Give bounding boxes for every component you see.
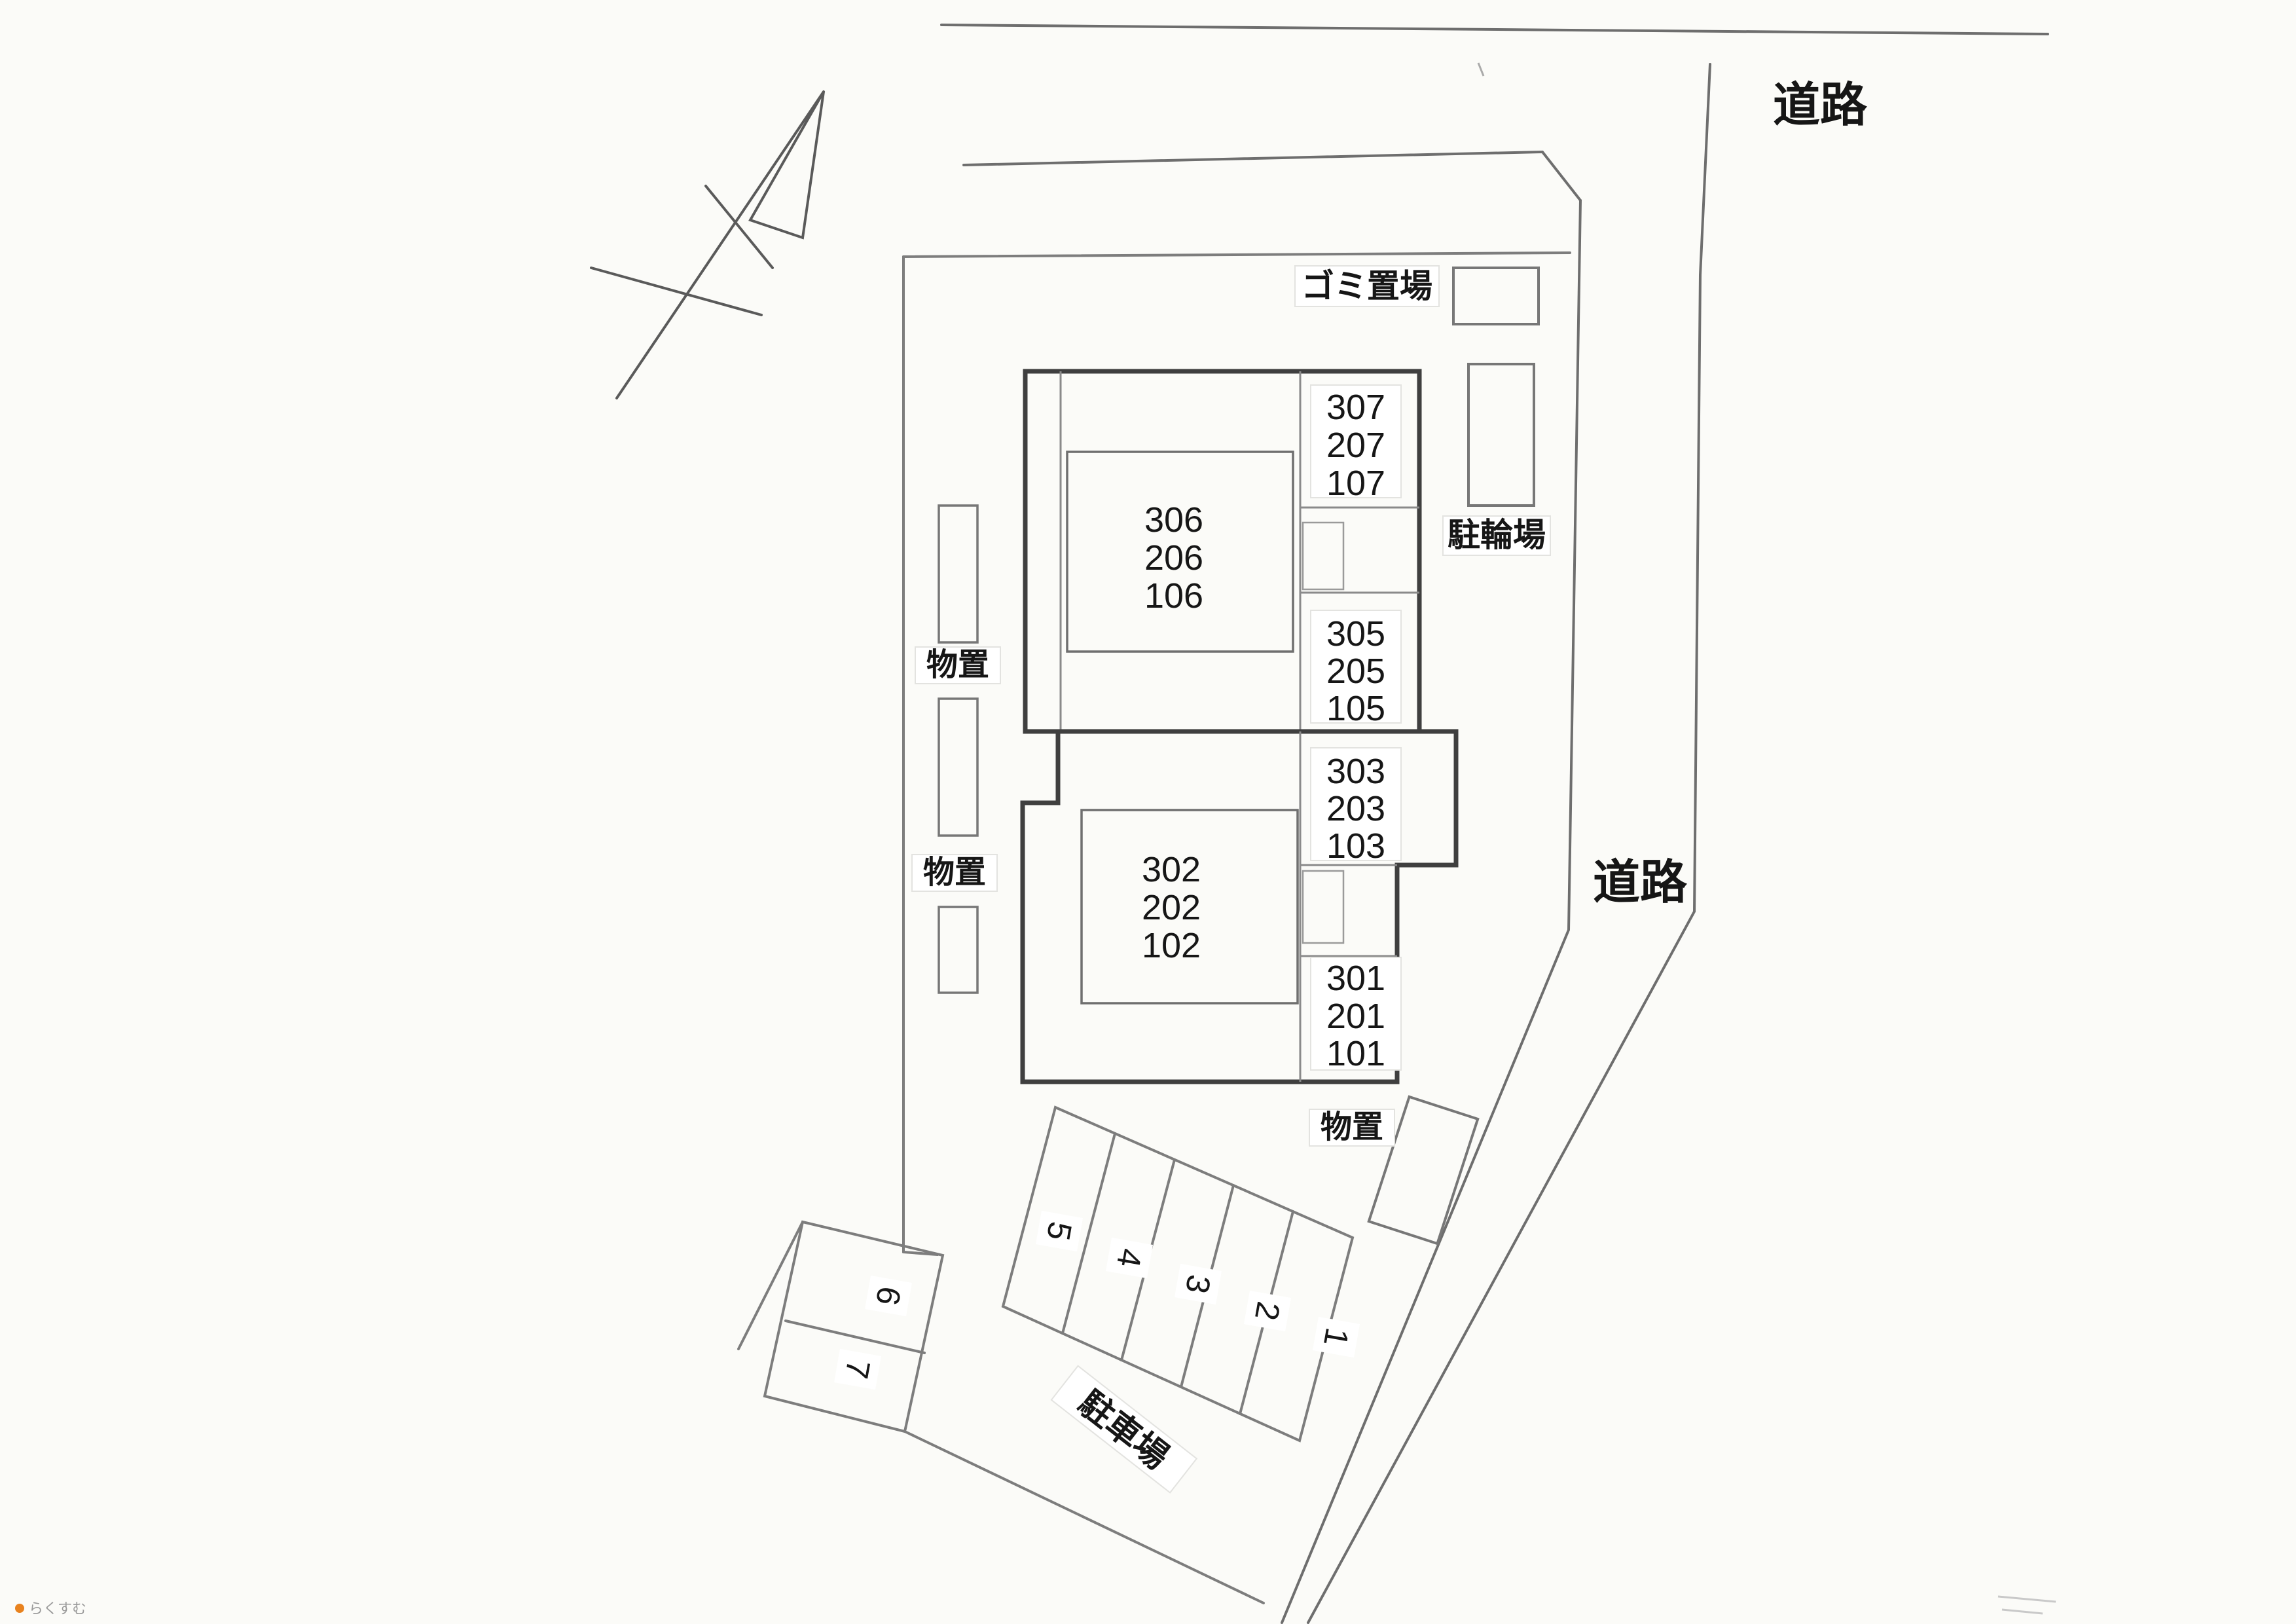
unit-305: 305 bbox=[1326, 614, 1385, 654]
watermark-text: らくすむ bbox=[29, 1600, 86, 1617]
bicycle-label-sticker bbox=[1442, 515, 1551, 556]
building-north-stair-detail bbox=[1302, 521, 1345, 591]
parking-space-7-sticker bbox=[833, 1348, 882, 1390]
parking-space-4-sticker bbox=[1105, 1237, 1154, 1279]
parking-divider-1 bbox=[1061, 1132, 1116, 1335]
storage-rect-3 bbox=[938, 906, 979, 994]
scan-mark-top bbox=[1477, 62, 1485, 77]
parking-block-67-divider bbox=[784, 1320, 926, 1354]
unit-sticker-305 bbox=[1310, 610, 1402, 724]
unit-205: 205 bbox=[1326, 652, 1385, 691]
storage-rect-bottom bbox=[1367, 1095, 1480, 1246]
unit-203: 203 bbox=[1326, 789, 1385, 828]
parking-space-3: 3 bbox=[1174, 1263, 1222, 1305]
building-south-outline bbox=[1020, 729, 1459, 1084]
unit-sticker-307 bbox=[1310, 384, 1402, 498]
parking-space-4: 4 bbox=[1105, 1237, 1154, 1279]
unit-102: 102 bbox=[1142, 926, 1201, 965]
parking-space-7: 7 bbox=[833, 1348, 882, 1390]
unit-107: 107 bbox=[1326, 464, 1385, 503]
building-north-room bbox=[1066, 451, 1294, 653]
storage-label-2-sticker bbox=[911, 854, 998, 892]
site-boundary bbox=[902, 251, 1571, 1256]
building-south: 302 202 102 303 203 103 301 201 101 bbox=[1020, 729, 1459, 1084]
storage-label-1-sticker bbox=[915, 646, 1001, 684]
road-label-right: 道路 bbox=[1593, 857, 1688, 909]
north-arrow-tick-1 bbox=[590, 267, 763, 316]
parking-band-outline bbox=[1001, 1105, 1355, 1443]
building-south-stair-detail bbox=[1302, 870, 1345, 944]
parking-space-2-sticker bbox=[1243, 1290, 1292, 1332]
unit-sticker-301 bbox=[1310, 957, 1402, 1071]
unit-206: 206 bbox=[1144, 538, 1203, 578]
north-arrow-shaft bbox=[615, 90, 825, 399]
garbage-area-rect bbox=[1452, 267, 1540, 325]
unit-106: 106 bbox=[1144, 576, 1203, 616]
roads bbox=[940, 24, 2049, 1624]
site-boundary-left-foot bbox=[902, 1251, 939, 1256]
storage-bottom-group bbox=[1367, 1095, 1480, 1246]
storage-bottom-label-sticker bbox=[1309, 1109, 1395, 1147]
unit-303: 303 bbox=[1326, 752, 1385, 791]
road-label-top: 道路 bbox=[1773, 79, 1868, 132]
north-arrow-head bbox=[748, 91, 825, 240]
watermark-dot bbox=[15, 1604, 24, 1613]
road-edge-right-outer bbox=[1307, 63, 1711, 1624]
bicycle-parking-rect bbox=[1467, 363, 1535, 507]
unit-302: 302 bbox=[1142, 850, 1201, 889]
unit-sticker-303 bbox=[1310, 747, 1402, 861]
building-north: 306 206 106 307 207 107 305 205 105 bbox=[1023, 369, 1422, 734]
road-edge-upper-south bbox=[962, 150, 1582, 202]
garbage-label: ゴミ置場 bbox=[1302, 268, 1432, 304]
road-edge-top bbox=[940, 24, 2049, 35]
parking-space-3-sticker bbox=[1174, 1263, 1222, 1305]
storage-rect-2 bbox=[938, 697, 979, 837]
storage-label-2: 物置 bbox=[923, 855, 986, 890]
parking-lot-bottom-edge bbox=[903, 1430, 1265, 1604]
unit-101: 101 bbox=[1326, 1034, 1385, 1073]
garbage-label-sticker bbox=[1294, 265, 1440, 307]
parking-space-5: 5 bbox=[1035, 1210, 1084, 1252]
storage-label-1: 物置 bbox=[926, 648, 989, 682]
unit-103: 103 bbox=[1326, 826, 1385, 866]
parking-lot-label-sticker bbox=[1050, 1365, 1198, 1494]
north-arrow bbox=[590, 90, 825, 399]
unit-207: 207 bbox=[1326, 426, 1385, 465]
parking-space-1: 1 bbox=[1312, 1316, 1360, 1358]
storage-bottom-label: 物置 bbox=[1321, 1110, 1383, 1145]
parking-space-6-sticker bbox=[864, 1275, 913, 1317]
unit-105: 105 bbox=[1326, 689, 1385, 728]
parking-space-5-sticker bbox=[1035, 1210, 1084, 1252]
parking-space-6: 6 bbox=[864, 1275, 913, 1317]
unit-201: 201 bbox=[1326, 997, 1385, 1036]
unit-306: 306 bbox=[1144, 500, 1203, 540]
building-south-room bbox=[1080, 809, 1299, 1005]
parking-space-2: 2 bbox=[1243, 1290, 1292, 1332]
road-edge-right-inner bbox=[1281, 199, 1582, 1624]
parking-space-1-sticker bbox=[1312, 1316, 1360, 1358]
site-boundary-top bbox=[902, 251, 1571, 258]
unit-307: 307 bbox=[1326, 388, 1385, 427]
north-arrow-tick-2 bbox=[704, 185, 774, 269]
unit-202: 202 bbox=[1142, 888, 1201, 927]
scan-mark-bottom-right bbox=[1997, 1595, 2056, 1615]
storage-rect-1 bbox=[938, 504, 979, 644]
bicycle-parking-label: 駐輪場 bbox=[1448, 517, 1546, 553]
storage-sheds-left bbox=[938, 504, 979, 994]
parking-block-67-corner-line bbox=[737, 1221, 804, 1350]
unit-301: 301 bbox=[1326, 959, 1385, 998]
